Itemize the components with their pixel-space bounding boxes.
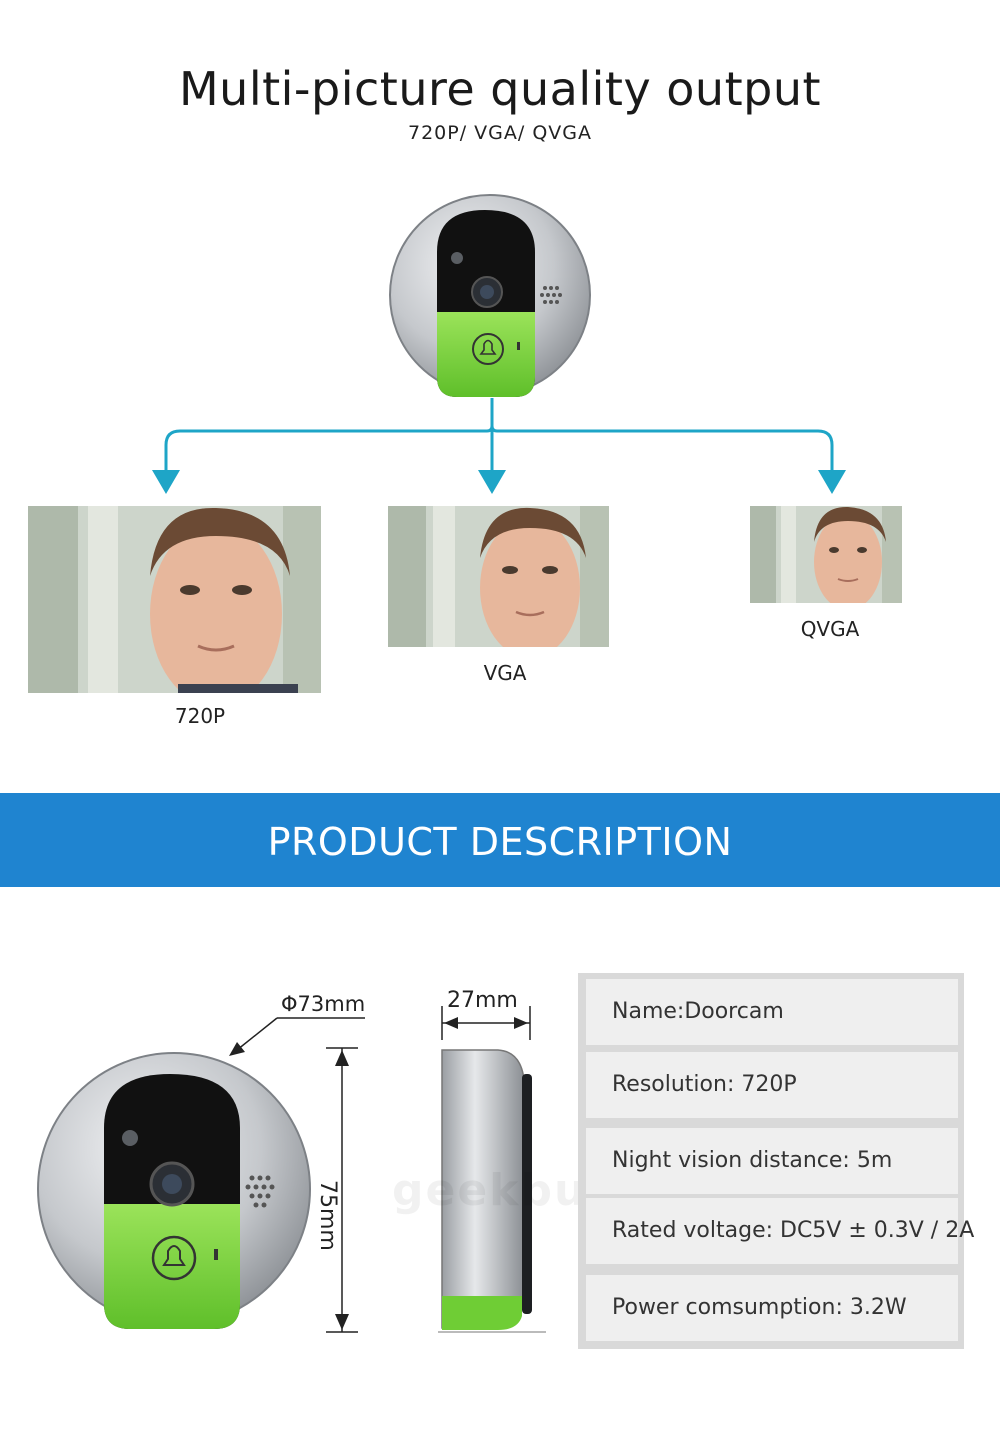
- spec-row-night-vision: Night vision distance: 5m: [586, 1128, 958, 1194]
- spec-text: Power comsumption: 3.2W: [612, 1295, 907, 1320]
- spec-row-resolution: Resolution: 720P: [586, 1052, 958, 1118]
- doorbell-device-front-large: [37, 1052, 311, 1329]
- diameter-pointer: [229, 1017, 365, 1056]
- caption-qvga: QVGA: [800, 617, 860, 641]
- caption-vga: VGA: [483, 661, 527, 685]
- spec-text: Resolution: 720P: [612, 1072, 797, 1097]
- page-title: Multi-picture quality output: [178, 62, 822, 116]
- spec-row-power: Power comsumption: 3.2W: [586, 1275, 958, 1341]
- spec-row-name: Name:Doorcam: [586, 979, 958, 1045]
- spec-text: Name:Doorcam: [612, 999, 784, 1024]
- spec-text: Rated voltage: DC5V ± 0.3V / 2A: [612, 1218, 975, 1243]
- section-banner-title: PRODUCT DESCRIPTION: [267, 820, 733, 864]
- dimension-height: 75mm: [315, 1180, 340, 1251]
- height-dimension-line: [326, 1047, 358, 1333]
- output-photo-vga: [388, 506, 609, 647]
- page-subtitle: 720P/ VGA/ QVGA: [408, 122, 592, 144]
- doorbell-device-front-small: [389, 194, 591, 397]
- output-arrows-diagram: [152, 398, 846, 494]
- dimension-diameter: Φ73mm: [281, 992, 366, 1016]
- output-photo-720p: [28, 506, 321, 693]
- output-photo-qvga: [750, 506, 902, 603]
- caption-720p: 720P: [174, 704, 226, 728]
- spec-row-voltage: Rated voltage: DC5V ± 0.3V / 2A: [586, 1198, 974, 1264]
- section-banner: [0, 793, 1000, 887]
- doorbell-device-side: [438, 1049, 546, 1333]
- dimension-depth: 27mm: [447, 988, 518, 1013]
- spec-text: Night vision distance: 5m: [612, 1148, 893, 1173]
- depth-dimension-line: [441, 1006, 531, 1040]
